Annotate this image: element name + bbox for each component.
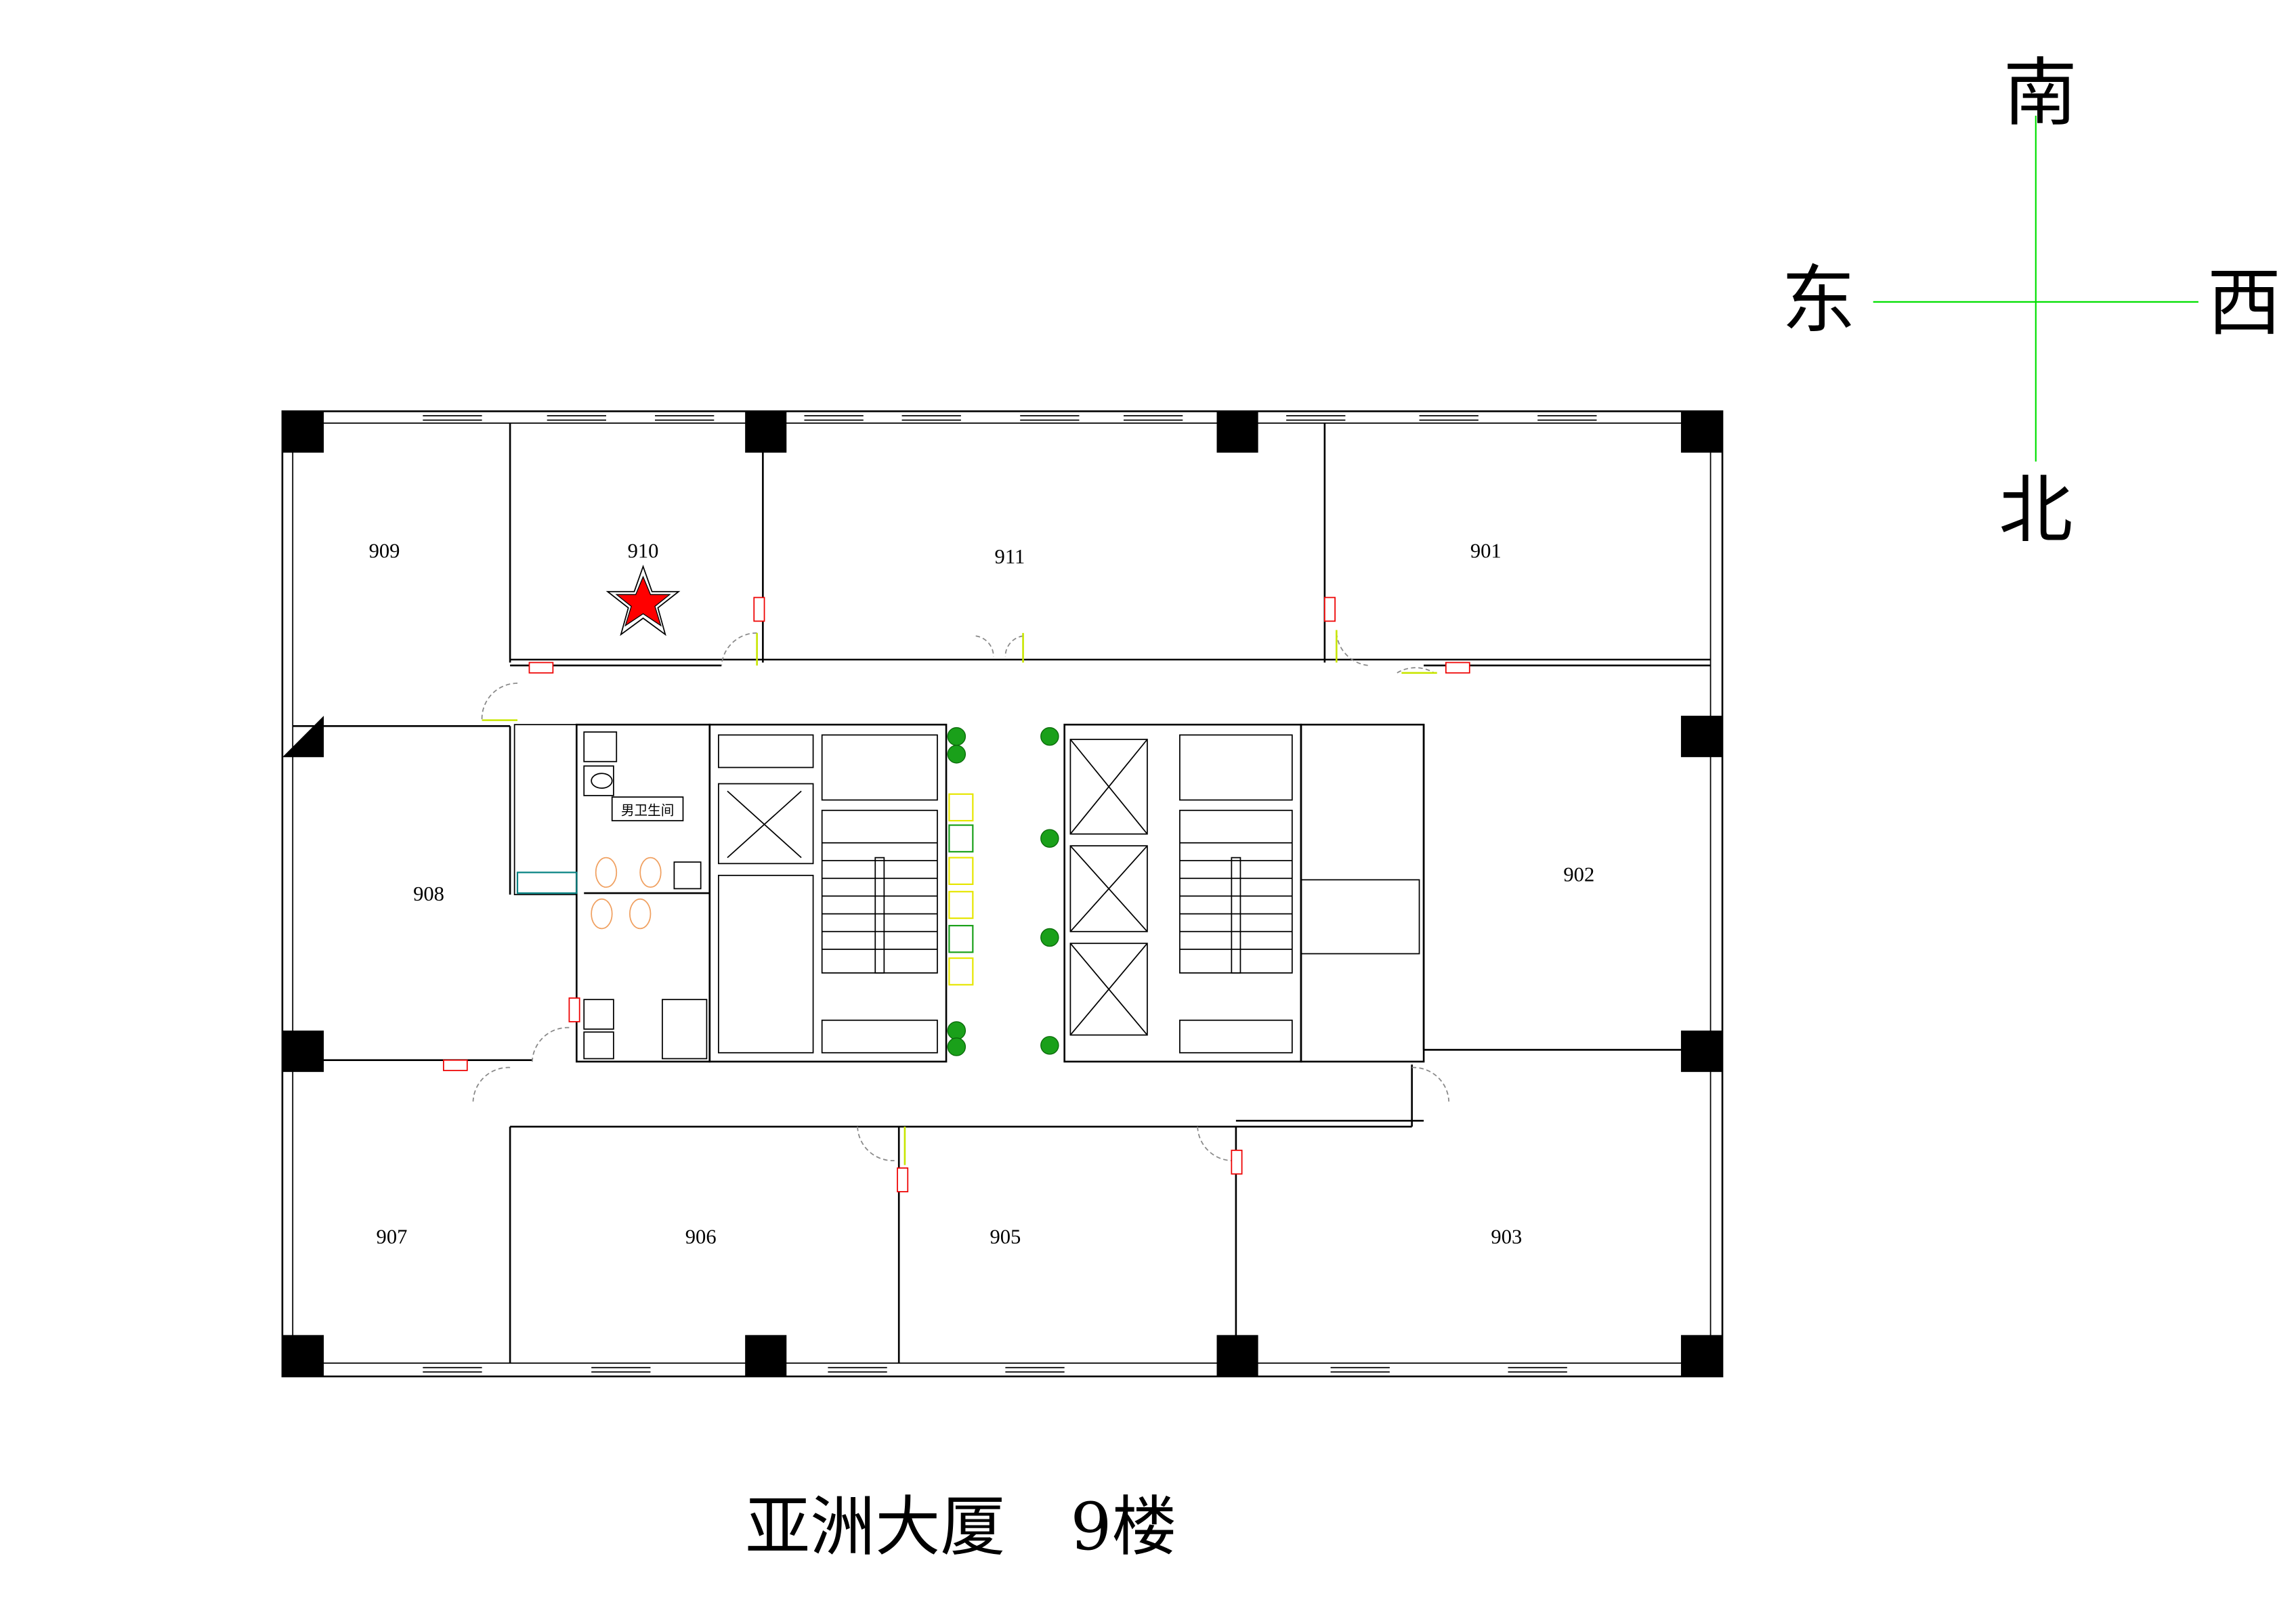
- service-core: 男卫生间: [513, 723, 1425, 1063]
- room-909-label: 909: [369, 540, 400, 563]
- compass-north: 北: [1999, 467, 2072, 553]
- room-907-label: 907: [377, 1225, 408, 1248]
- compass-west: 西: [2207, 260, 2281, 346]
- room-910-label: 910: [628, 540, 659, 563]
- compass-south: 南: [2003, 50, 2077, 136]
- compass: 南 东 西 北: [1781, 50, 2281, 553]
- doors: [442, 597, 1470, 1192]
- room-903-label: 903: [1491, 1225, 1522, 1248]
- restroom-sign: [611, 796, 684, 821]
- room-902-label: 902: [1563, 863, 1594, 886]
- room-908-label: 908: [413, 882, 444, 905]
- room-905-label: 905: [990, 1225, 1021, 1248]
- compass-east: 东: [1781, 257, 1855, 343]
- lobby-furniture: [947, 727, 1059, 1056]
- restroom-label: 男卫生间: [621, 802, 674, 818]
- building-shell: [281, 410, 1724, 1378]
- room-901-label: 901: [1470, 540, 1502, 563]
- star-icon: [605, 564, 681, 636]
- floor-title: 亚洲大厦 9楼: [745, 1489, 1176, 1565]
- room-labels: 909 910 911 901 908 902 907 906 905 903: [369, 540, 1595, 1249]
- structural-columns: [282, 411, 1723, 1377]
- room-906-label: 906: [685, 1225, 717, 1248]
- room-911-label: 911: [995, 545, 1025, 568]
